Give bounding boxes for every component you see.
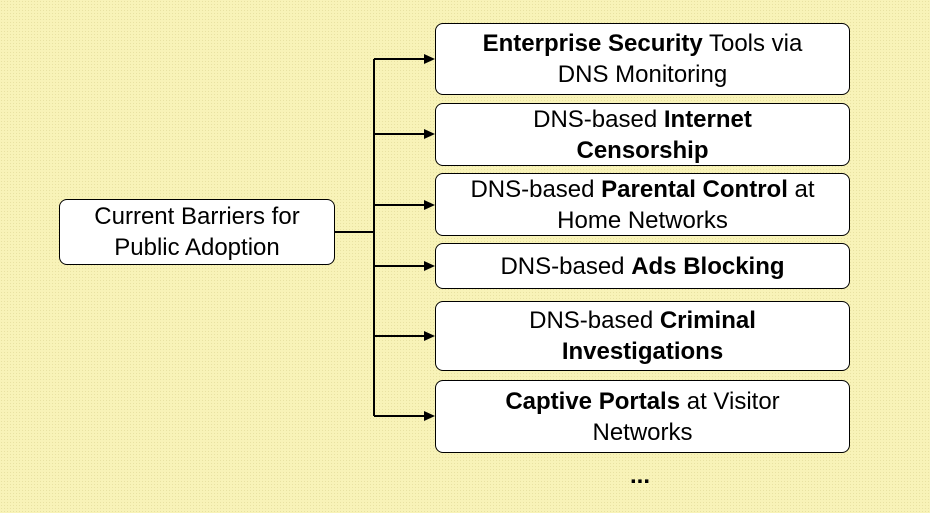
target-node-4: DNS-based Ads Blocking bbox=[435, 243, 850, 289]
bold-text: Enterprise Security bbox=[482, 30, 703, 57]
text: Home Networks bbox=[557, 206, 728, 234]
bold-text: Censorship bbox=[576, 136, 709, 164]
source-node-line-1: Current Barriers for bbox=[94, 203, 300, 230]
target-node-6-line-1: Captive Portals at Visitor bbox=[505, 386, 779, 417]
text: DNS-based bbox=[470, 175, 602, 203]
bold-text: Investigations bbox=[561, 338, 724, 365]
target-node-5-line-1: DNS-based Criminal bbox=[529, 305, 756, 336]
text: DNS Monitoring bbox=[557, 61, 728, 88]
text: DNS-based bbox=[500, 252, 632, 280]
text: DNS-based bbox=[533, 105, 664, 133]
target-node-6-line-2: Networks bbox=[592, 417, 692, 448]
arrowhead-2 bbox=[424, 129, 435, 139]
ellipsis: ... bbox=[629, 462, 650, 489]
source-node: Current Barriers for Public Adoption bbox=[59, 199, 335, 265]
target-node-4-line-1: DNS-based Ads Blocking bbox=[500, 251, 784, 282]
target-node-1-line-2: DNS Monitoring bbox=[558, 59, 727, 90]
target-node-5-line-2: Investigations bbox=[562, 336, 723, 367]
text: at bbox=[787, 175, 815, 203]
bold-text: Parental Control bbox=[601, 175, 788, 203]
source-node-line-2: Public Adoption bbox=[114, 234, 280, 261]
arrowhead-1 bbox=[424, 54, 435, 64]
target-node-1-line-1: Enterprise Security Tools via bbox=[483, 28, 803, 59]
target-node-2-line-2: Censorship bbox=[576, 135, 708, 166]
text: DNS-based bbox=[529, 307, 660, 334]
arrowhead-3 bbox=[424, 200, 435, 210]
bold-text: Captive Portals bbox=[505, 387, 681, 415]
arrowhead-6 bbox=[424, 411, 435, 421]
target-node-3-line-1: DNS-based Parental Control at bbox=[470, 174, 814, 205]
bold-text: Internet bbox=[663, 105, 752, 133]
text: Networks bbox=[592, 418, 693, 446]
text: at Visitor bbox=[680, 387, 780, 415]
bold-text: Criminal bbox=[659, 307, 756, 334]
text: Tools via bbox=[702, 30, 803, 57]
target-node-2-line-1: DNS-based Internet bbox=[533, 104, 752, 135]
arrowhead-4 bbox=[424, 261, 435, 271]
bold-text: Ads Blocking bbox=[631, 252, 785, 280]
arrowhead-5 bbox=[424, 331, 435, 341]
target-node-3-line-2: Home Networks bbox=[557, 205, 728, 236]
